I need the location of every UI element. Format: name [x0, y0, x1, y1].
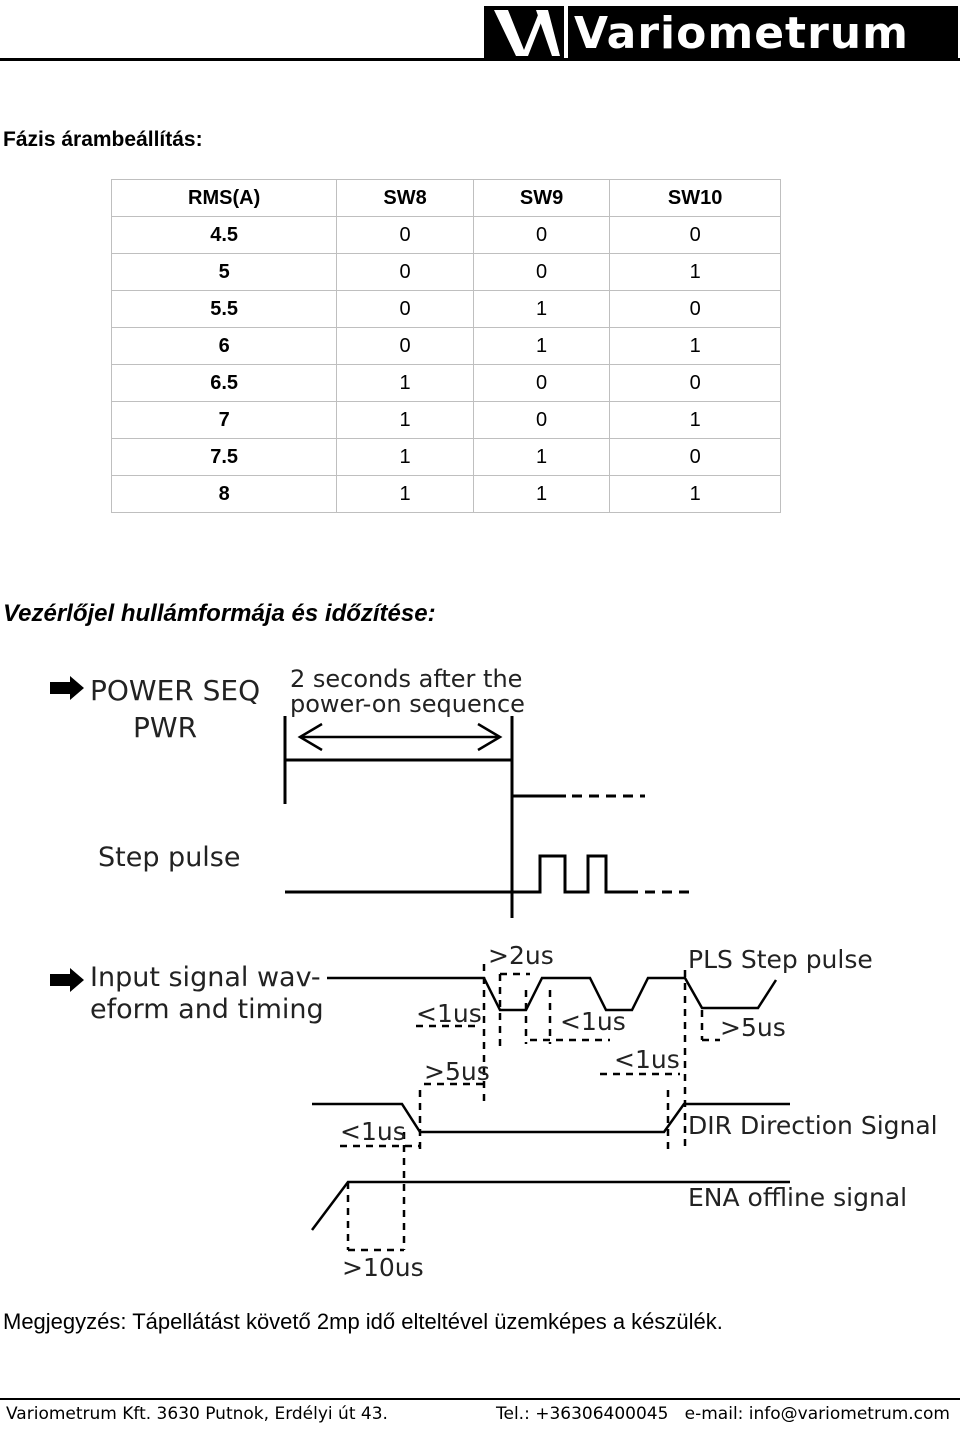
pwr-label: PWR	[133, 711, 197, 744]
timing-lt1us-b: <1us	[560, 1007, 626, 1036]
switch-cell: 0	[609, 290, 781, 328]
switch-cell: 1	[609, 327, 781, 365]
timing-lt1us-c: <1us	[614, 1045, 680, 1074]
switch-cell: 1	[609, 401, 781, 439]
input-label-2: eform and timing	[90, 994, 324, 1025]
input-label-1: Input signal wav-	[90, 962, 321, 993]
rms-cell: 8	[110, 475, 338, 513]
waveform-diagram: POWER SEQ PWR 2 seconds after the power-…	[50, 665, 938, 1282]
switch-cell: 1	[336, 364, 474, 402]
footer-company: Variometrum Kft. 3630 Putnok, Erdélyi út…	[6, 1404, 388, 1424]
switch-cell: 0	[336, 253, 474, 291]
rms-cell: 6.5	[110, 364, 338, 402]
rms-cell: 6	[110, 327, 338, 365]
timing-gt5us-b: >5us	[720, 1013, 786, 1042]
switch-cell: 1	[336, 438, 474, 476]
rms-cell: 5.5	[110, 290, 338, 328]
rms-cell: 5	[110, 253, 338, 291]
switch-cell: 0	[609, 364, 781, 402]
rms-cell: 4.5	[110, 216, 338, 254]
timing-gt2us: >2us	[488, 941, 554, 970]
switch-cell: 0	[472, 253, 611, 291]
brand-name: Variometrum	[574, 8, 909, 59]
table-header-row: RMS(A) SW8 SW9 SW10	[110, 179, 781, 217]
switch-cell: 1	[472, 327, 611, 365]
switch-cell: 1	[472, 438, 611, 476]
dir-label: DIR Direction Signal	[688, 1111, 938, 1140]
switch-cell: 0	[336, 216, 474, 254]
switch-cell: 0	[336, 327, 474, 365]
logo-mark-icon	[494, 6, 568, 61]
column-header: SW9	[472, 179, 611, 217]
column-header: SW8	[336, 179, 474, 217]
switch-cell: 0	[609, 438, 781, 476]
switch-cell: 0	[336, 290, 474, 328]
timing-lt1us-a: <1us	[416, 999, 482, 1028]
waveform-title: Vezérlőjel hullámformája és időzítése:	[3, 600, 436, 627]
delay-label-1: 2 seconds after the	[290, 665, 522, 693]
rms-cell: 7	[110, 401, 338, 439]
switch-cell: 1	[336, 401, 474, 439]
timing-gt5us-a: >5us	[424, 1057, 490, 1086]
ena-label: ENA offline signal	[688, 1183, 907, 1212]
brand-logo: Variometrum	[484, 6, 958, 61]
switch-cell: 0	[472, 364, 611, 402]
column-header: SW10	[609, 179, 781, 217]
arrow-right-icon	[50, 676, 84, 700]
delay-label-2: power-on sequence	[290, 690, 525, 718]
switch-cell: 1	[609, 475, 781, 513]
switch-cell: 1	[472, 475, 611, 513]
footer-contact: Tel.: +36306400045 e-mail: info@variomet…	[496, 1404, 950, 1424]
header-divider	[0, 58, 960, 61]
switch-cell: 0	[609, 216, 781, 254]
timing-lt1us-d: <1us	[340, 1117, 406, 1146]
switch-cell: 0	[472, 216, 611, 254]
arrow-right-icon	[50, 968, 84, 992]
phase-current-title: Fázis árambeállítás:	[3, 128, 203, 151]
pls-label: PLS Step pulse	[688, 945, 873, 974]
column-header: RMS(A)	[110, 179, 338, 217]
power-seq-label: POWER SEQ	[90, 674, 260, 707]
rms-cell: 7.5	[110, 438, 338, 476]
switch-cell: 1	[472, 290, 611, 328]
note-text: Megjegyzés: Tápellátást követő 2mp idő e…	[3, 1309, 723, 1334]
switch-cell: 0	[472, 401, 611, 439]
switch-cell: 1	[609, 253, 781, 291]
switch-cell: 1	[336, 475, 474, 513]
step-pulse-label: Step pulse	[98, 842, 241, 873]
footer-divider	[0, 1398, 960, 1400]
timing-gt10us: >10us	[342, 1253, 424, 1282]
